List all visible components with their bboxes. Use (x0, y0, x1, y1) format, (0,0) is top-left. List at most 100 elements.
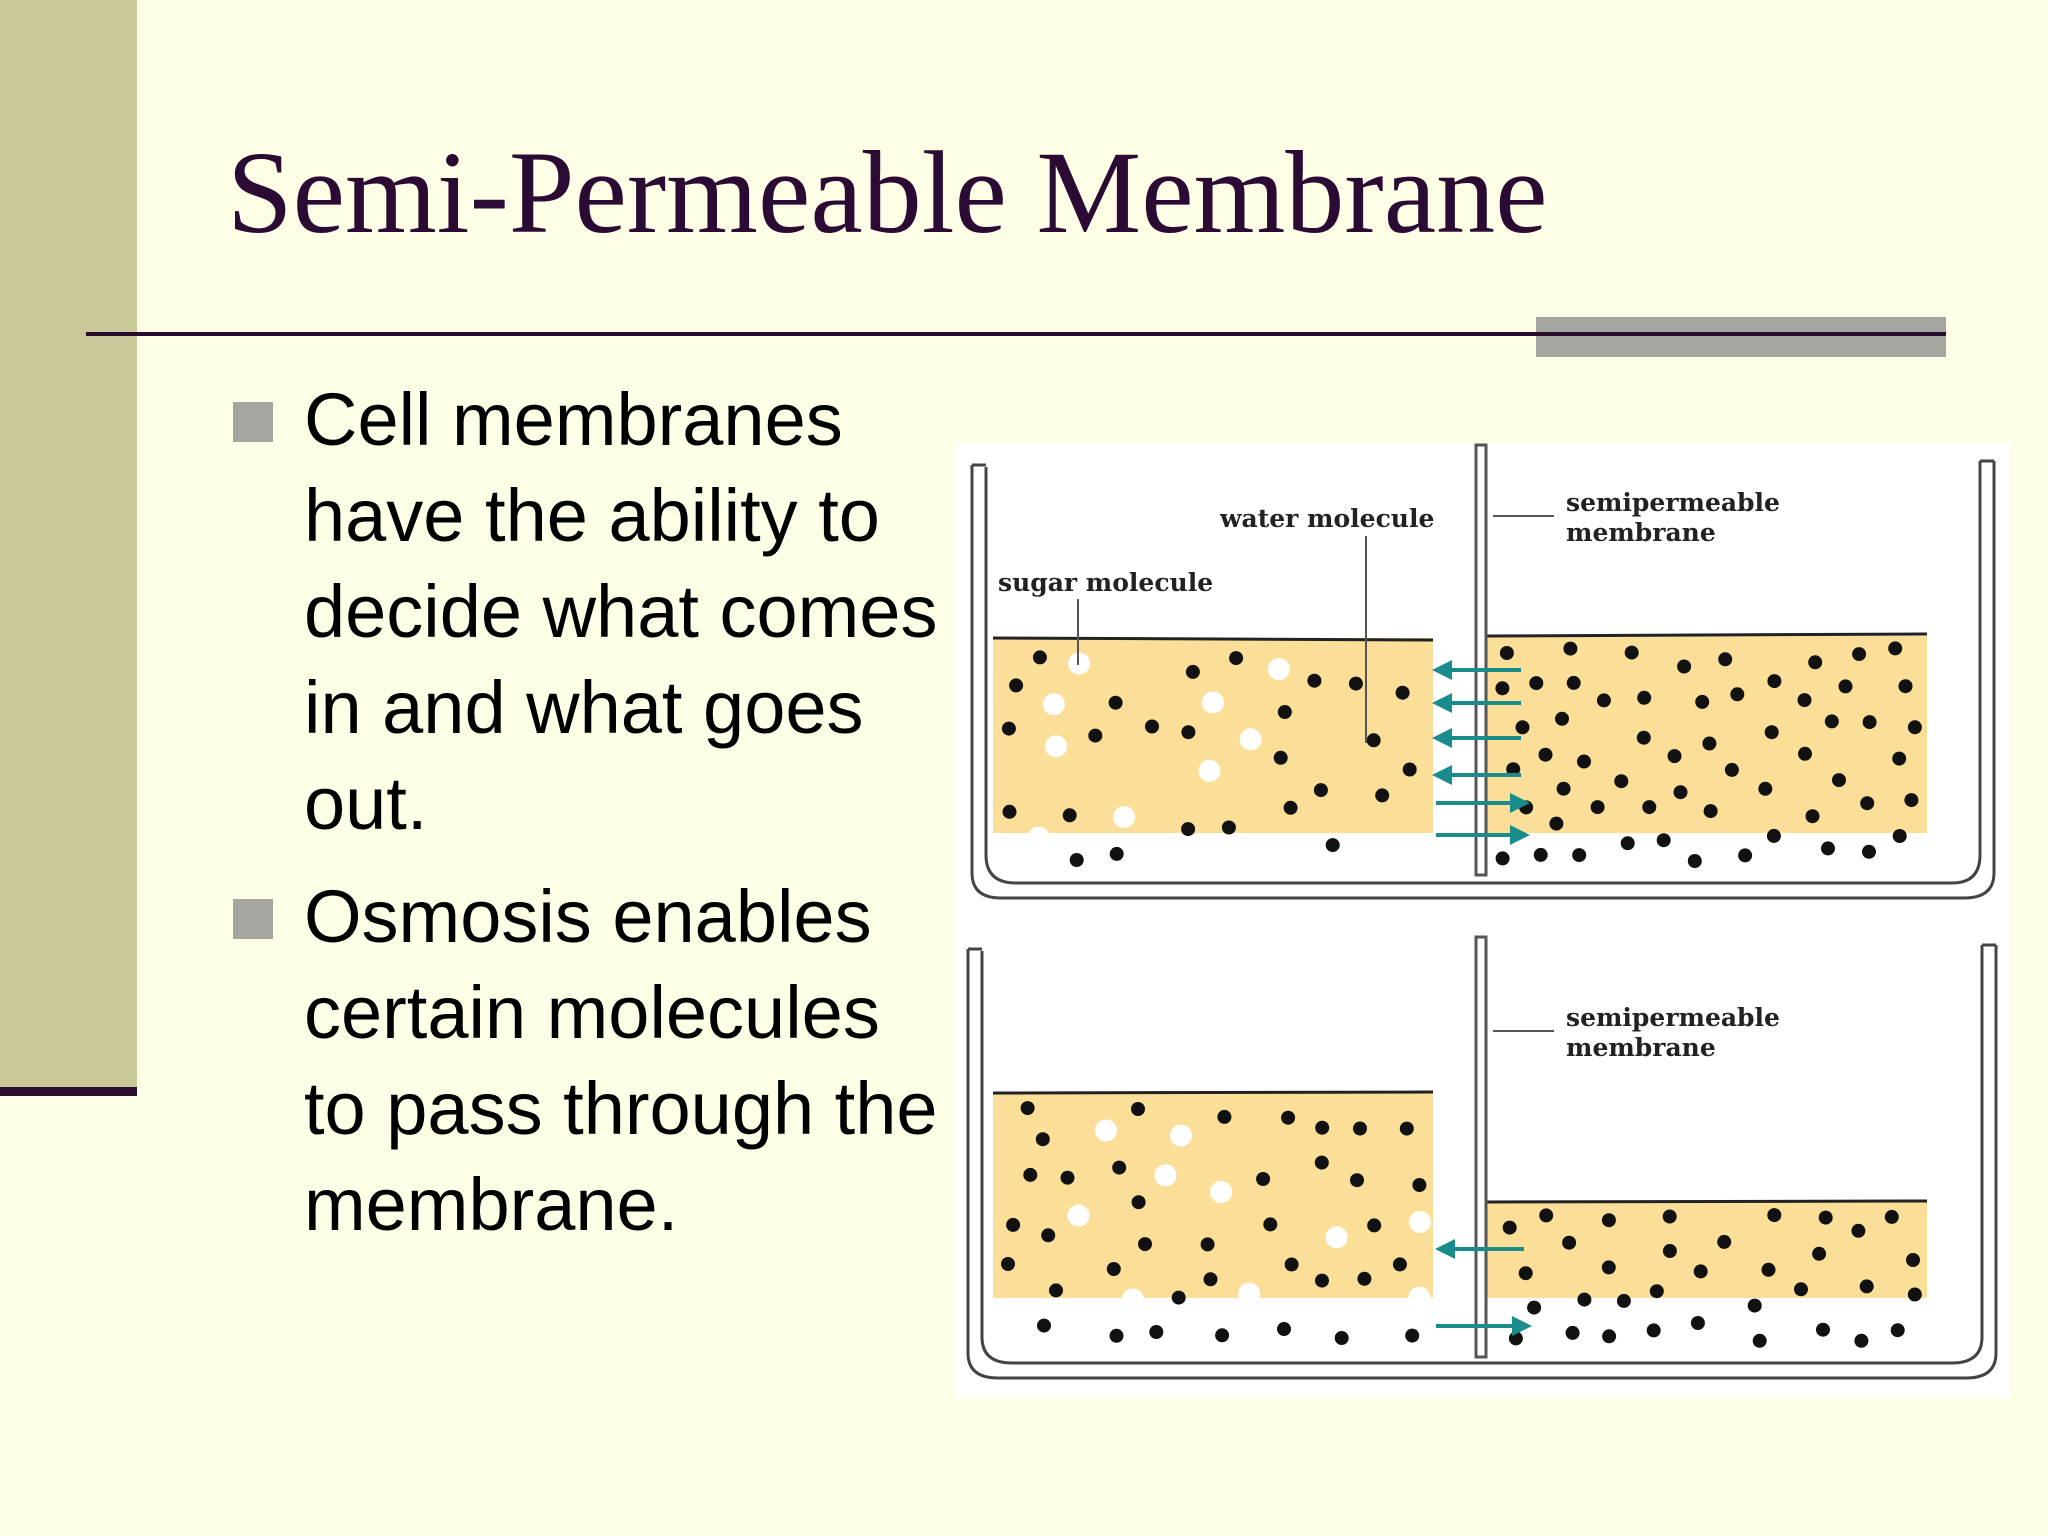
top-beaker: sugar molecule water molecule semipermea… (970, 443, 1996, 900)
water-molecule (1642, 800, 1657, 815)
sugar-molecule (1238, 1282, 1261, 1305)
sugar-molecule (1045, 735, 1068, 758)
water-molecule (1695, 694, 1710, 709)
water-molecule (1495, 681, 1510, 696)
membrane-label-top-line1: semipermeable (1566, 488, 1780, 517)
bottom-right-molecules (1502, 1208, 1922, 1348)
water-molecule (1088, 728, 1103, 743)
water-molecule (1405, 1328, 1420, 1343)
water-molecule (1730, 687, 1745, 702)
left-accent-bar (0, 0, 137, 1090)
water-molecule (1314, 1155, 1329, 1170)
water-molecule (1495, 851, 1510, 866)
water-molecule (1518, 1266, 1533, 1281)
water-molecule (1041, 1228, 1056, 1243)
water-molecule (1049, 1283, 1063, 1298)
membrane-label-top-line2: membrane (1566, 518, 1716, 547)
water-molecule (1069, 853, 1084, 867)
water-molecule (1888, 641, 1903, 656)
water-molecule (1395, 685, 1410, 700)
bullet-marker-2 (233, 899, 273, 939)
water-molecule (1636, 730, 1651, 745)
water-molecule (1348, 676, 1363, 691)
water-molecule (1854, 1333, 1869, 1348)
water-molecule (1009, 678, 1024, 693)
water-molecule (1281, 1110, 1296, 1125)
sugar-molecule-label: sugar molecule (998, 568, 1213, 597)
water-molecule (1616, 1293, 1631, 1308)
water-molecule (1624, 645, 1639, 660)
sugar-molecule (1113, 806, 1135, 829)
water-molecule (1747, 1298, 1762, 1313)
water-molecule (1738, 848, 1753, 863)
water-molecule (1892, 829, 1907, 843)
water-molecule (1761, 1262, 1776, 1277)
top-right-molecules (1495, 641, 1922, 868)
water-molecule (1637, 690, 1652, 705)
sugar-molecule (1408, 1286, 1431, 1309)
water-molecule (1859, 1279, 1874, 1294)
water-molecule (1185, 664, 1200, 679)
bottom-arrows (1435, 1239, 1532, 1336)
water-molecule (1549, 816, 1564, 831)
water-molecule (1904, 793, 1919, 808)
sugar-molecule (1067, 1204, 1090, 1227)
water-molecule (1818, 1210, 1833, 1225)
water-molecule (1284, 1257, 1299, 1272)
top-left-molecules (1001, 650, 1417, 868)
water-molecule (1508, 1331, 1523, 1346)
water-molecule (1315, 1273, 1329, 1288)
water-molecule (1862, 715, 1877, 730)
water-molecule (1399, 1121, 1414, 1136)
water-molecule (1620, 836, 1635, 851)
water-molecule (1350, 1173, 1364, 1188)
top-arrows (1432, 660, 1530, 845)
water-molecule (1718, 652, 1733, 667)
water-molecule (1832, 773, 1846, 788)
water-molecule (1181, 822, 1196, 837)
water-molecule (1667, 749, 1682, 764)
water-molecule (1767, 674, 1782, 689)
water-molecule (1037, 1318, 1051, 1333)
water-molecule (1060, 1170, 1075, 1185)
water-molecule (1596, 693, 1611, 708)
water-molecule (1001, 721, 1016, 736)
water-molecule (1023, 1167, 1038, 1182)
water-molecule (1816, 1322, 1830, 1337)
water-molecule-label: water molecule (1219, 504, 1434, 533)
sugar-molecule (1210, 1181, 1233, 1203)
water-molecule (1506, 762, 1521, 777)
top-membrane (1474, 443, 1488, 877)
water-molecule (1149, 1325, 1164, 1339)
sugar-molecule (1027, 826, 1050, 849)
water-molecule (1812, 1246, 1827, 1261)
water-molecule (1106, 1262, 1121, 1276)
water-molecule (1892, 751, 1907, 766)
water-molecule (1353, 1121, 1367, 1136)
water-molecule (1649, 1284, 1664, 1299)
water-molecule (1852, 647, 1867, 662)
water-molecule (1334, 1331, 1349, 1345)
water-molecule (1724, 762, 1739, 777)
water-molecule (1002, 804, 1017, 819)
left-accent-bar-foot (0, 1087, 137, 1096)
sugar-molecule (1384, 845, 1407, 868)
sugar-molecule (1095, 1119, 1117, 1142)
water-molecule (1602, 1329, 1617, 1344)
water-molecule (1687, 854, 1702, 868)
water-molecule (1677, 659, 1692, 674)
water-molecule (1256, 1172, 1271, 1186)
sugar-molecule (1121, 1288, 1144, 1311)
water-molecule (1502, 1220, 1517, 1235)
membrane-label-bottom-line2: membrane (1566, 1033, 1716, 1062)
water-molecule (1565, 1325, 1580, 1340)
bullet-marker-1 (233, 402, 273, 442)
water-molecule (1662, 1209, 1677, 1224)
water-molecule (1577, 1292, 1592, 1307)
water-molecule (1884, 1209, 1899, 1224)
water-molecule (1109, 1328, 1124, 1343)
sugar-molecule (1239, 728, 1262, 751)
water-molecule (1907, 1287, 1922, 1302)
sugar-molecule (1369, 1311, 1392, 1333)
water-molecule (1307, 673, 1322, 688)
